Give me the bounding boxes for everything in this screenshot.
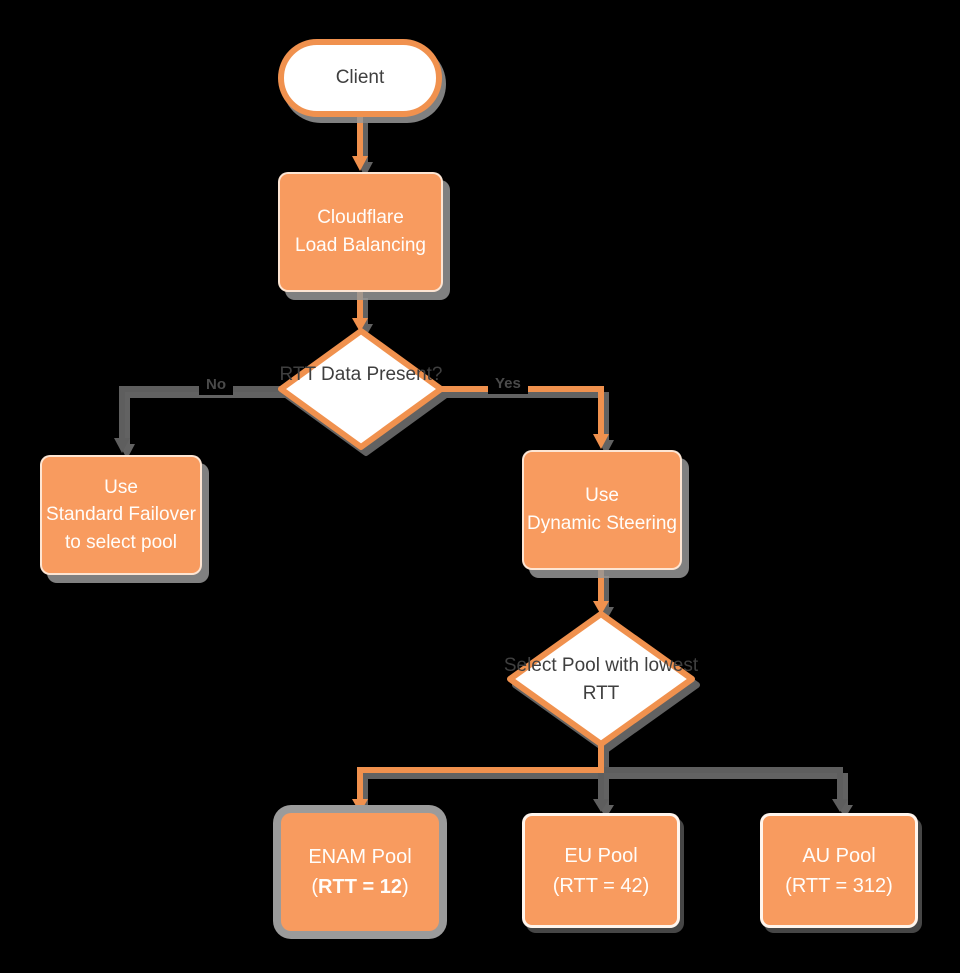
- standard-failover-line3: to select pool: [65, 531, 177, 553]
- edge-label-yes: Yes: [488, 373, 528, 394]
- client-label: Client: [335, 67, 385, 88]
- arrowhead-select-pool-to-enam: [352, 799, 368, 813]
- select-pool-line2: with lowest RTT: [582, 655, 699, 704]
- edge-yes-to-dynamic-steering: [440, 386, 604, 437]
- node-cloudflare-load-balancing: Cloudflare Load Balancing: [278, 172, 443, 292]
- node-au-pool: AU Pool (RTT = 312): [760, 813, 918, 928]
- select-pool-label: Select Pool with lowest RTT: [501, 652, 701, 707]
- node-dynamic-steering: Use Dynamic Steering: [522, 450, 682, 570]
- rtt-decision-diamond: [278, 328, 444, 450]
- edge-no-to-standard-failover: [119, 386, 282, 440]
- edge-select-pool-to-enam: [357, 743, 604, 802]
- arrowhead-select-pool-to-au: [832, 799, 848, 812]
- load-balancer-line2: Load Balancing: [295, 235, 426, 256]
- au-pool-rtt: (RTT = 312): [785, 874, 893, 897]
- au-pool-name: AU Pool: [802, 844, 876, 867]
- arrowhead-yes-to-dynamic-steering: [593, 434, 609, 449]
- edge-select-pool-to-au: [601, 767, 843, 802]
- load-balancer-line1: Cloudflare: [317, 207, 404, 229]
- rtt-decision-label: RTT Data Present?: [271, 361, 451, 389]
- node-eu-pool: EU Pool (RTT = 42): [522, 813, 680, 928]
- standard-failover-line1: Use: [104, 476, 138, 498]
- select-pool-line1: Select Pool: [503, 655, 600, 676]
- arrowhead-no-to-standard-failover: [114, 438, 130, 453]
- eu-pool-name: EU Pool: [564, 844, 638, 867]
- node-client: Client: [278, 39, 442, 117]
- enam-pool-rtt: (RTT = 12): [311, 872, 408, 902]
- arrowhead-dynamic-steering-to-select-pool: [593, 601, 609, 615]
- enam-rtt-value: RTT = 12: [318, 876, 402, 898]
- arrowhead-client-to-loadbalancer: [352, 156, 368, 171]
- node-standard-failover: Use Standard Failover to select pool: [40, 455, 202, 575]
- edge-label-no: No: [199, 374, 233, 395]
- eu-pool-rtt: (RTT = 42): [552, 874, 650, 897]
- arrowhead-loadbalancer-to-rtt-decision: [352, 318, 368, 332]
- arrowhead-select-pool-to-eu: [593, 799, 609, 812]
- rtt-decision-line1: RTT Data: [279, 364, 362, 385]
- standard-failover-line2: Standard Failover: [46, 504, 196, 526]
- enam-rtt-open-paren: (: [311, 876, 319, 898]
- rtt-decision-line2: Present?: [366, 364, 443, 385]
- enam-pool-name: ENAM Pool: [308, 846, 412, 868]
- dynamic-steering-line2: Dynamic Steering: [527, 513, 677, 534]
- select-pool-diamond: [507, 611, 695, 747]
- enam-rtt-close-paren: ): [401, 876, 409, 898]
- node-enam-pool: ENAM Pool (RTT = 12): [281, 813, 439, 931]
- dynamic-steering-line1: Use: [585, 485, 619, 507]
